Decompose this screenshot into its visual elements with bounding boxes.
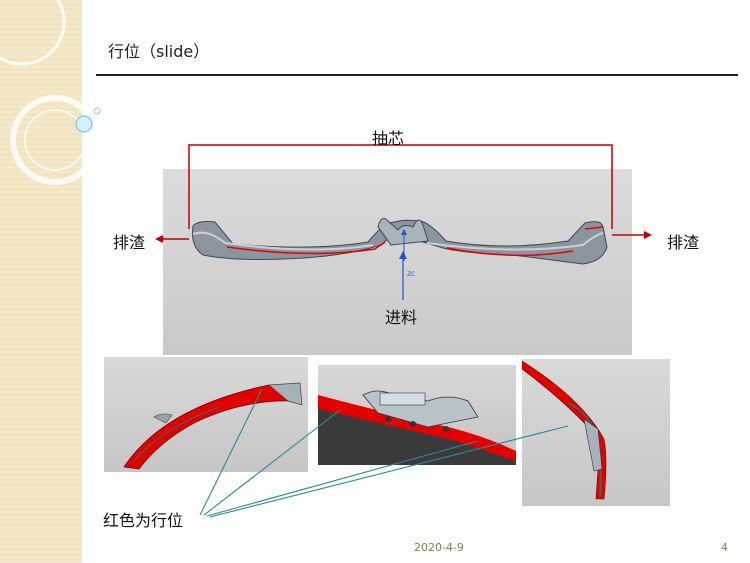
axis-label-zc: ZC — [407, 271, 416, 278]
slag-left-label: 排渣 — [113, 233, 146, 252]
footer-date: 2020-4-9 — [414, 541, 464, 554]
title-rule — [96, 74, 738, 76]
decorative-circles — [0, 0, 101, 185]
slag-right-label: 排渣 — [667, 233, 700, 252]
detail-view-middle — [316, 363, 518, 467]
red-is-slide-note: 红色为行位 — [103, 511, 184, 530]
slide-title: 行位（slide） — [108, 42, 210, 61]
page-number: 4 — [721, 541, 728, 554]
feed-label: 进料 — [385, 308, 418, 327]
core-pull-label: 抽芯 — [372, 129, 405, 148]
detail-view-right — [522, 359, 670, 506]
decorative-sidebar — [0, 0, 82, 563]
detail-view-left — [104, 357, 308, 472]
